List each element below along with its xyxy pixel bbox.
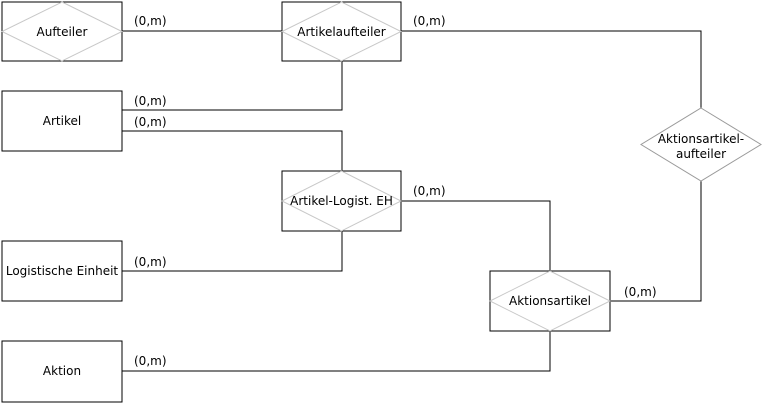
cardinality-artikelaufteiler-relationship: (0,m) <box>413 14 446 28</box>
entity-aufteiler: Aufteiler <box>0 1 124 62</box>
entity-aktionsartikel-box <box>489 270 611 332</box>
entity-logistische-einheit-label: Logistische Einheit <box>6 264 119 278</box>
edge-aktion-aktionsartikel <box>122 331 551 372</box>
relationship-aktionsartikelaufteiler: Aktionsartikel- aufteiler <box>640 107 762 182</box>
edge-artikelaufteiler-relationship <box>401 30 702 108</box>
entity-aufteiler-box <box>1 1 123 62</box>
entity-artikel: Artikel <box>1 90 123 152</box>
entity-aufteiler-diamond <box>0 1 124 62</box>
cardinality-aufteiler-artikelaufteiler: (0,m) <box>134 14 167 28</box>
edge-artikel-artikelaufteiler <box>122 61 343 111</box>
edge-artikel-logist <box>122 130 343 171</box>
entity-artikel-box <box>1 90 123 152</box>
entity-artikel-logist-eh: Artikel-Logist. EH <box>280 170 403 232</box>
edge-logist-aktionsartikel <box>401 200 551 271</box>
entity-aktion-box <box>1 340 123 403</box>
entity-aktionsartikel-diamond <box>488 270 612 332</box>
entity-logistische-einheit: Logistische Einheit <box>1 240 123 302</box>
entity-artikelaufteiler-diamond <box>280 1 403 62</box>
relationship-label-line2: aufteiler <box>676 147 726 161</box>
cardinality-aktion-aktionsartikel: (0,m) <box>134 354 167 368</box>
cardinality-aktionsartikel-relationship: (0,m) <box>624 285 657 299</box>
connections <box>122 30 702 372</box>
entity-artikelaufteiler: Artikelaufteiler <box>280 1 403 62</box>
entity-aktion-label: Aktion <box>43 364 81 378</box>
entity-logistische-einheit-box <box>1 240 123 302</box>
relationship-aktionsartikelaufteiler-diamond <box>640 107 762 182</box>
cardinality-artikel-artikelaufteiler: (0,m) <box>134 94 167 108</box>
entity-aufteiler-label: Aufteiler <box>37 25 88 39</box>
entity-aktion: Aktion <box>1 340 123 403</box>
entity-artikel-label: Artikel <box>43 114 81 128</box>
entity-aktionsartikel-label: Aktionsartikel <box>509 294 591 308</box>
entity-artikel-logist-eh-label: Artikel-Logist. EH <box>290 194 393 208</box>
edge-relationship-aktionsartikel <box>610 181 702 302</box>
edge-logistische-einheit-logist <box>122 231 343 272</box>
cardinality-logist-aktionsartikel: (0,m) <box>413 184 446 198</box>
entity-artikel-logist-eh-diamond <box>280 170 403 232</box>
cardinalities: (0,m) (0,m) (0,m) (0,m) (0,m) (0,m) (0,m… <box>134 14 657 368</box>
entity-aktionsartikel: Aktionsartikel <box>488 270 612 332</box>
cardinality-logistische-einheit-logist: (0,m) <box>134 255 167 269</box>
cardinality-artikel-logist: (0,m) <box>134 115 167 129</box>
entity-artikelaufteiler-label: Artikelaufteiler <box>297 25 386 39</box>
relationship-label-line1: Aktionsartikel- <box>658 132 744 146</box>
